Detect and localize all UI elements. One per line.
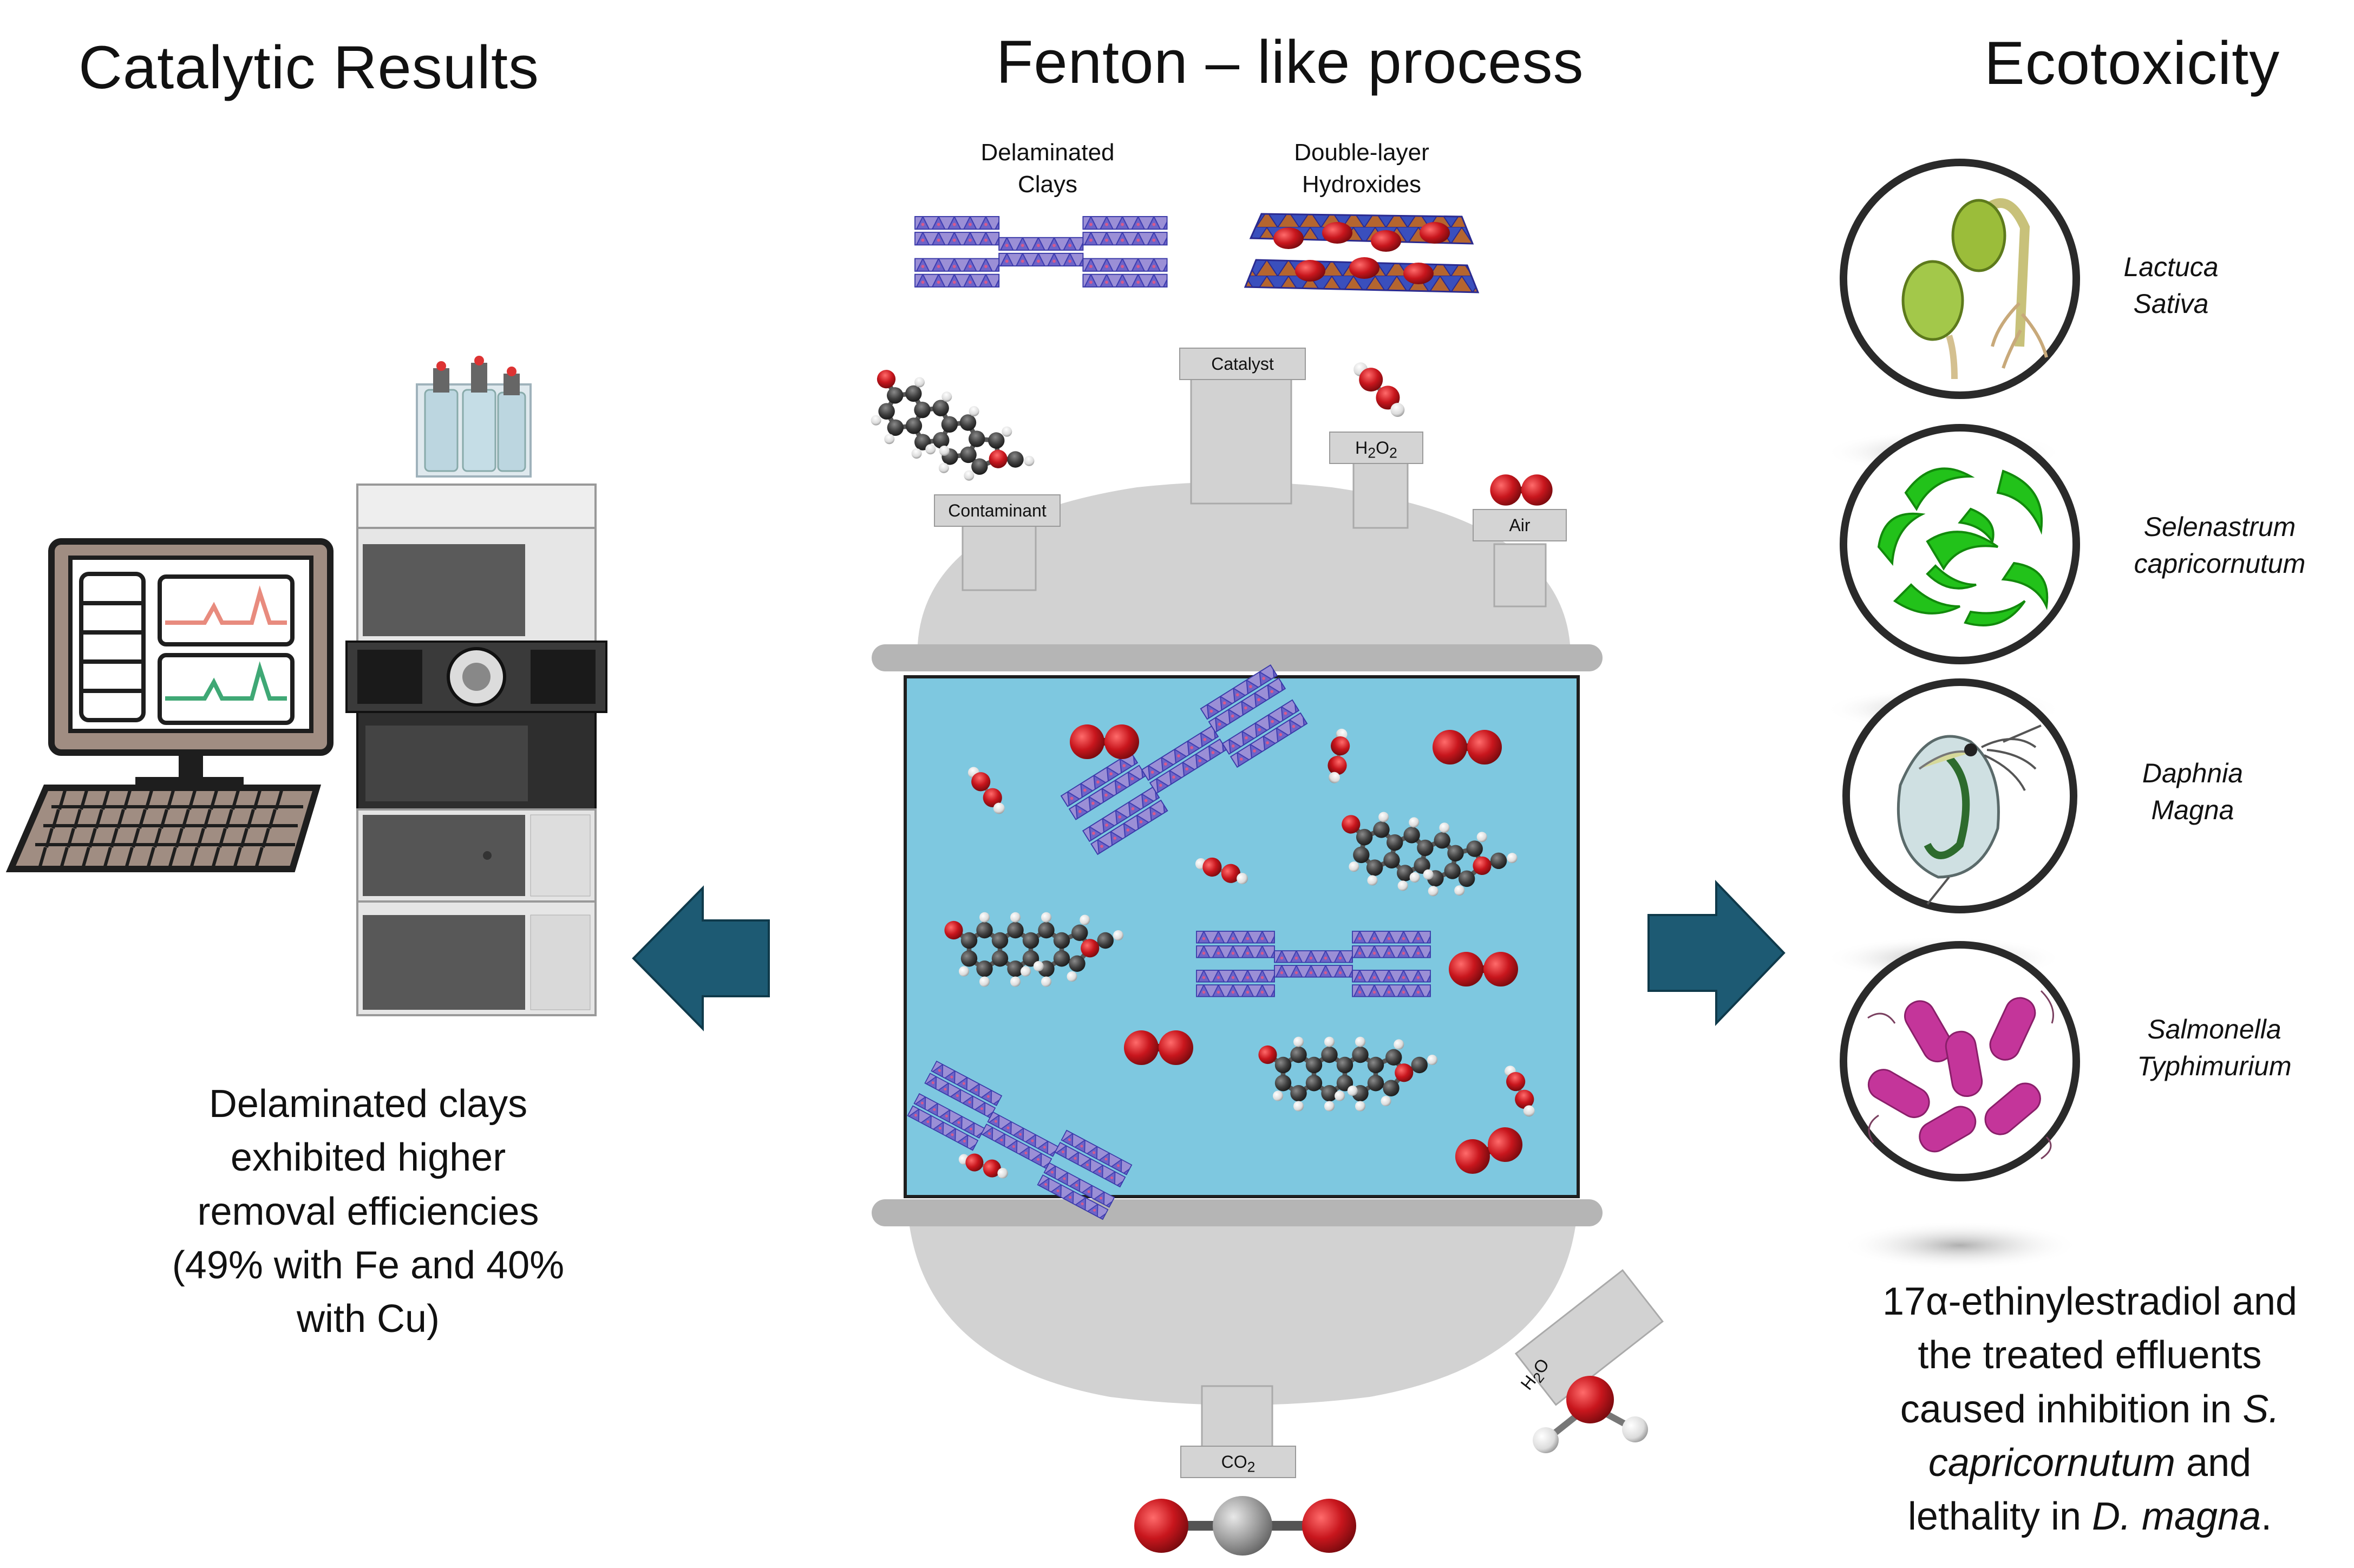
keyboard-icon (5, 785, 322, 872)
catalytic-results-title: Catalytic Results (79, 34, 540, 101)
hydrogen-peroxide-molecule-icon (1343, 361, 1415, 419)
oxygen-molecule-icon (1490, 474, 1552, 506)
daphnia-icon (1842, 678, 2077, 913)
right-arrow-icon (1647, 880, 1786, 1026)
ethinylestradiol-molecule-icon (852, 359, 1045, 509)
delaminated-clays-label: Delaminated Clays (980, 139, 1115, 198)
double-layer-hydroxides-icon (1244, 213, 1480, 293)
h2o2-tag: H2O2 (1329, 432, 1423, 464)
water-molecule-icon (1533, 1376, 1648, 1453)
fenton-process-title: Fenton – like process (996, 28, 1584, 96)
co2-tag: CO2 (1180, 1446, 1296, 1478)
ecotoxicity-title: Ecotoxicity (1984, 29, 2280, 97)
lettuce-seedling-icon (1840, 159, 2080, 399)
bacteria-icon (1840, 941, 2080, 1181)
double-layer-hydroxides-label: Double-layer Hydroxides (1294, 139, 1429, 198)
hplc-instrument-icon (345, 356, 607, 1016)
catalytic-results-text: Delaminated clays exhibited higher remov… (172, 1082, 565, 1341)
contaminant-tag: Contaminant (934, 494, 1061, 527)
ecotoxicity-conclusion-text: 17α-ethinylestradiol and the treated eff… (1882, 1280, 2298, 1539)
carbon-dioxide-molecule-icon (1134, 1496, 1356, 1556)
delaminated-clays-icon (915, 217, 1167, 287)
air-tag: Air (1473, 509, 1567, 541)
left-arrow-icon (632, 885, 770, 1031)
catalyst-tag: Catalyst (1179, 348, 1306, 380)
green-algae-icon (1840, 424, 2080, 664)
computer-monitor-icon (48, 538, 334, 787)
